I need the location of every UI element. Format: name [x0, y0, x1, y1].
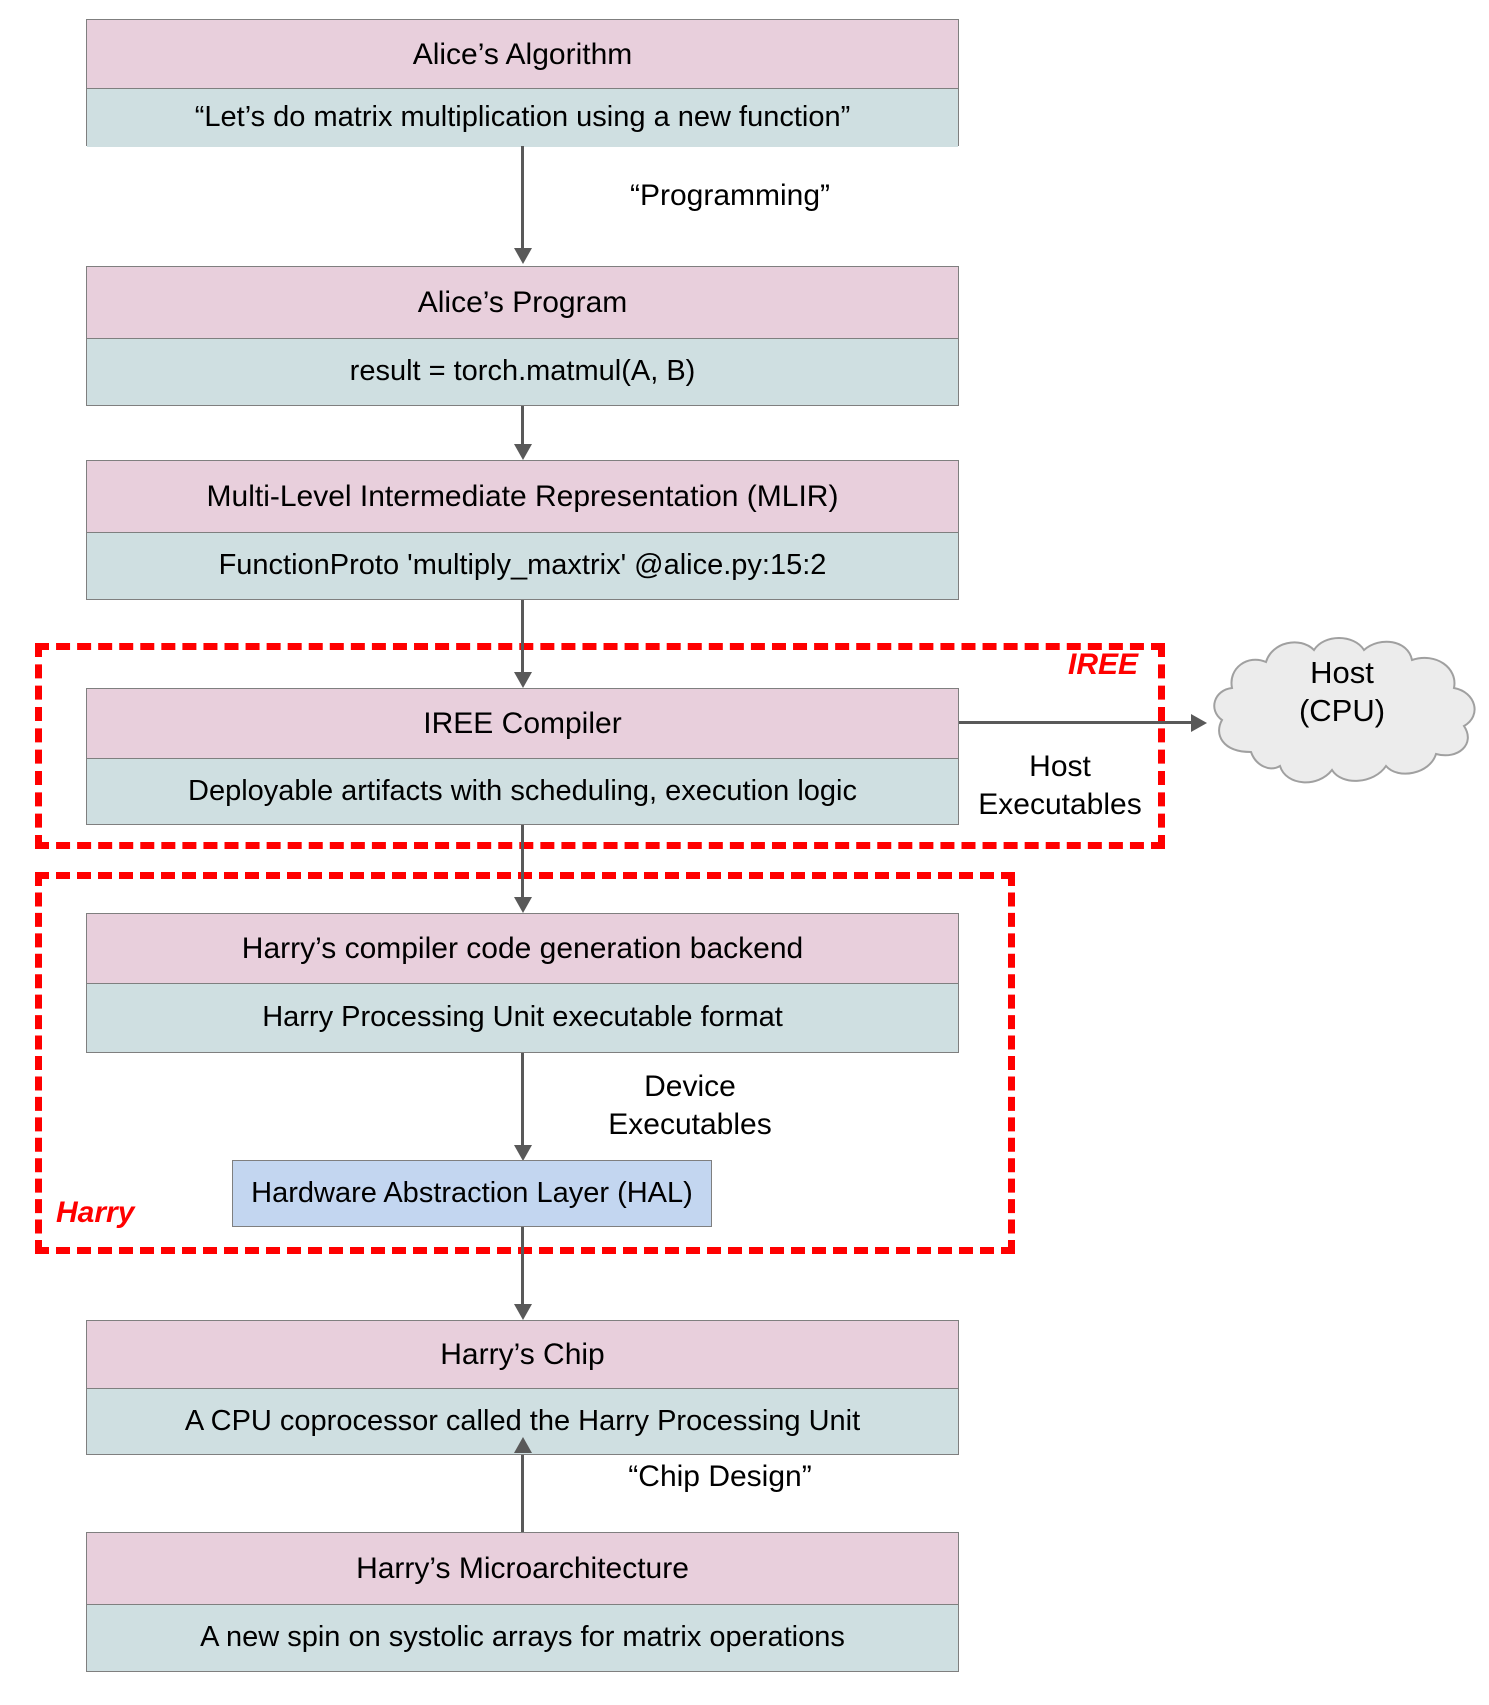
edge-mlir-to-iree: [521, 600, 524, 672]
node-iree-compiler[interactable]: IREE Compiler Deployable artifacts with …: [86, 688, 959, 825]
node-alices-algorithm-title: Alice’s Algorithm: [87, 20, 958, 89]
node-alices-algorithm-body: “Let’s do matrix multiplication using a …: [87, 89, 958, 147]
node-harrys-microarchitecture-title: Harry’s Microarchitecture: [87, 1533, 958, 1605]
edge-hal-to-chip-arrowhead: [514, 1304, 532, 1320]
node-alices-program-body: result = torch.matmul(A, B): [87, 339, 958, 405]
edge-program-to-mlir: [521, 406, 524, 444]
edge-backend-to-hal-arrowhead: [514, 1145, 532, 1161]
cloud-host-cpu-label: Host (CPU): [1298, 655, 1386, 728]
node-hal-label: Hardware Abstraction Layer (HAL): [251, 1177, 693, 1209]
node-harrys-microarchitecture[interactable]: Harry’s Microarchitecture A new spin on …: [86, 1532, 959, 1672]
edge-uarch-to-chip-arrowhead: [514, 1437, 532, 1453]
edge-algorithm-to-program-arrowhead: [514, 248, 532, 264]
cloud-shape-icon: [1213, 637, 1476, 784]
edge-hal-to-chip: [521, 1227, 524, 1304]
edge-mlir-to-iree-arrowhead: [514, 672, 532, 688]
edge-program-to-mlir-arrowhead: [514, 444, 532, 460]
node-harrys-microarchitecture-body: A new spin on systolic arrays for matrix…: [87, 1605, 958, 1671]
edge-algorithm-to-program: [521, 146, 524, 248]
edge-backend-to-hal: [521, 1053, 524, 1145]
node-hal[interactable]: Hardware Abstraction Layer (HAL): [232, 1160, 712, 1227]
node-iree-compiler-body: Deployable artifacts with scheduling, ex…: [87, 759, 958, 824]
edge-iree-to-backend-arrowhead: [514, 897, 532, 913]
edge-label-programming: “Programming”: [629, 179, 831, 212]
node-harrys-backend-title: Harry’s compiler code generation backend: [87, 914, 958, 984]
group-harry-label: Harry: [56, 1196, 135, 1229]
node-iree-compiler-title: IREE Compiler: [87, 689, 958, 759]
edge-iree-to-host: [959, 721, 1191, 724]
node-mlir-title: Multi-Level Intermediate Representation …: [87, 461, 958, 533]
group-iree: [35, 643, 1165, 849]
node-alices-algorithm[interactable]: Alice’s Algorithm “Let’s do matrix multi…: [86, 19, 959, 147]
edge-iree-to-backend: [521, 825, 524, 897]
cloud-host-cpu[interactable]: [1196, 634, 1488, 796]
node-harrys-chip[interactable]: Harry’s Chip A CPU coprocessor called th…: [86, 1320, 959, 1455]
node-alices-program-title: Alice’s Program: [87, 267, 958, 339]
node-mlir-body: FunctionProto 'multiply_maxtrix' @alice.…: [87, 533, 958, 599]
node-alices-program[interactable]: Alice’s Program result = torch.matmul(A,…: [86, 266, 959, 406]
node-mlir[interactable]: Multi-Level Intermediate Representation …: [86, 460, 959, 600]
edge-iree-to-host-arrowhead: [1191, 714, 1207, 732]
node-harrys-chip-title: Harry’s Chip: [87, 1321, 958, 1389]
edge-label-host-executables: Host Executables: [978, 750, 1142, 821]
edge-label-device-executables: Device Executables: [608, 1070, 772, 1141]
edge-label-chip-design: “Chip Design”: [628, 1460, 812, 1493]
group-harry: [35, 872, 1015, 1254]
group-iree-label: IREE: [1068, 648, 1139, 681]
node-harrys-backend-body: Harry Processing Unit executable format: [87, 984, 958, 1052]
node-harrys-backend[interactable]: Harry’s compiler code generation backend…: [86, 913, 959, 1053]
edge-uarch-to-chip: [521, 1455, 524, 1532]
